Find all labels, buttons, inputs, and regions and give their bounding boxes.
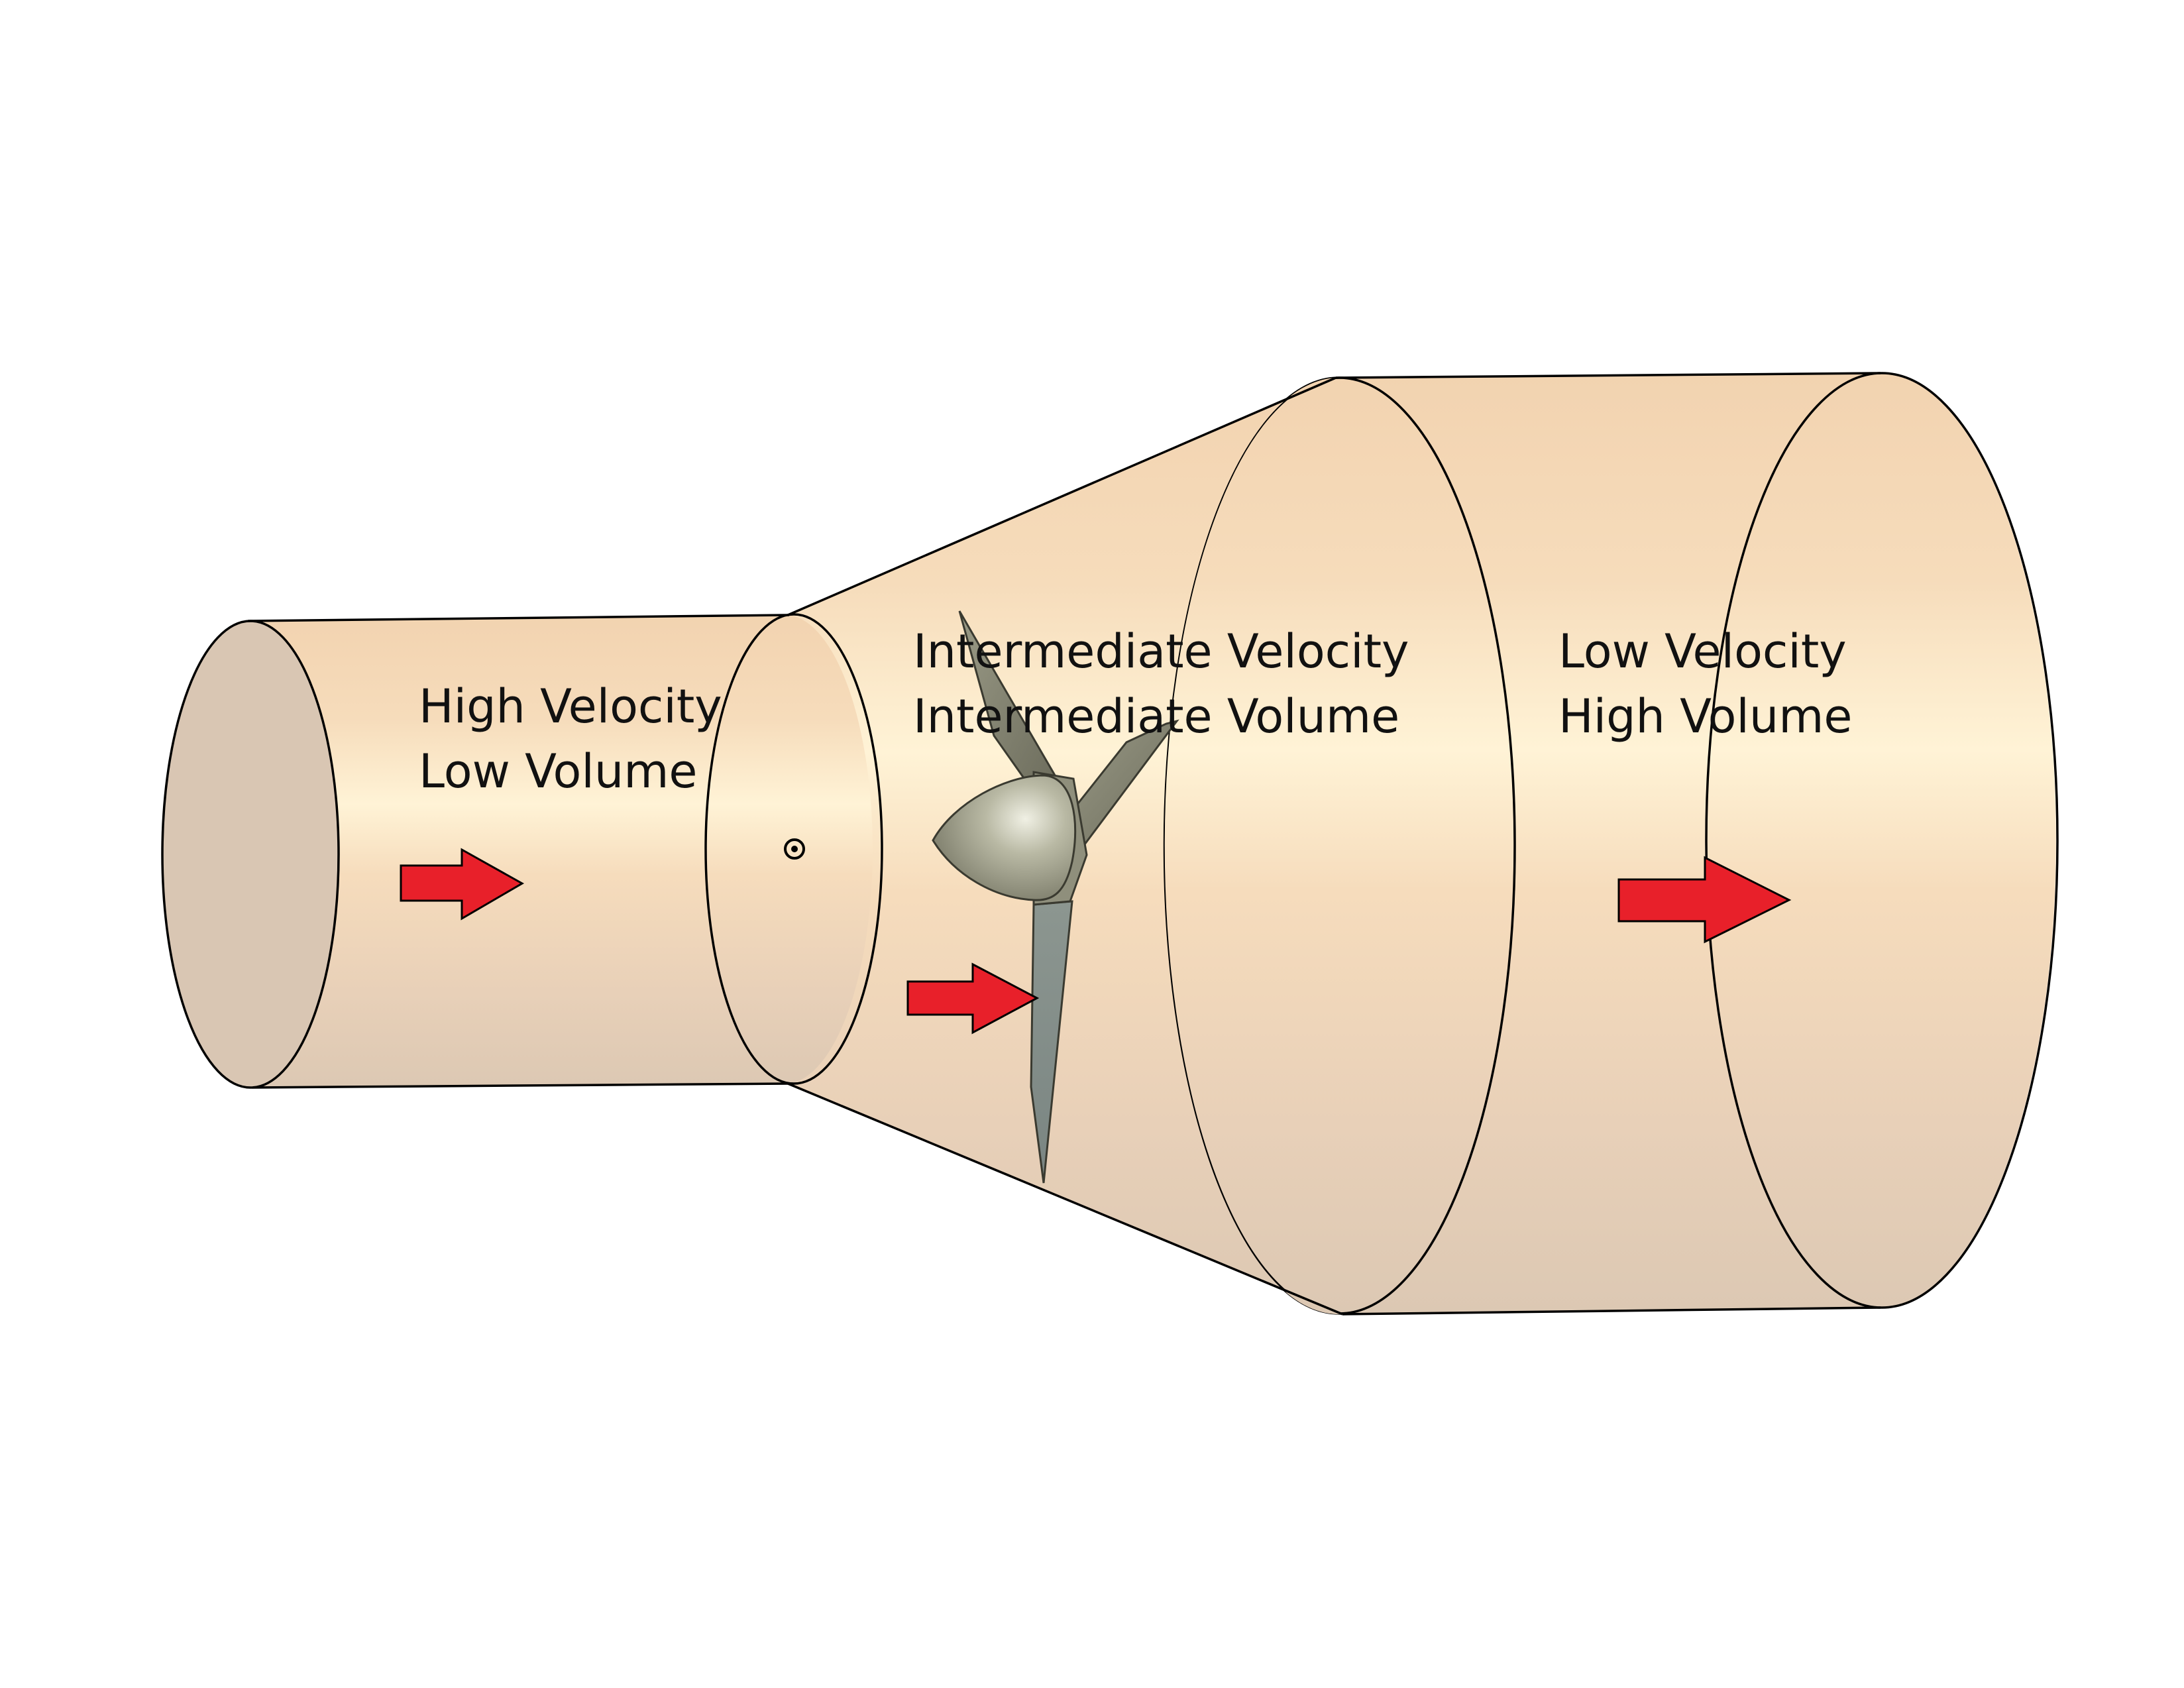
outlet-cylinder xyxy=(1162,372,2059,1316)
outlet-volume-label: High Volume xyxy=(1558,689,1852,744)
middle-label: Intermediate Velocity Intermediate Volum… xyxy=(913,624,1409,744)
inlet-label: High Velocity Low Volume xyxy=(419,679,722,799)
inlet-volume-label: Low Volume xyxy=(419,744,697,799)
outlet-label: Low Velocity High Volume xyxy=(1558,624,1852,744)
inlet-velocity-label: High Velocity xyxy=(419,679,722,734)
flow-arrow-turbine xyxy=(906,962,1040,1035)
flow-arrow-outlet xyxy=(1617,856,1792,944)
circle-dot-icon xyxy=(784,838,805,860)
middle-velocity-label: Intermediate Velocity xyxy=(913,624,1409,679)
inlet-cylinder xyxy=(161,613,883,1089)
right-arrow-icon xyxy=(1617,856,1792,944)
turbine-hub-spinner xyxy=(932,774,1077,901)
outlet-velocity-label: Low Velocity xyxy=(1558,624,1847,679)
flow-arrow-inlet xyxy=(400,848,525,921)
right-arrow-icon xyxy=(906,962,1040,1035)
middle-volume-label: Intermediate Volume xyxy=(913,689,1399,744)
right-arrow-icon xyxy=(400,848,525,921)
turbine-blade-right xyxy=(1062,719,1179,858)
turbine-icon xyxy=(932,610,1179,1184)
